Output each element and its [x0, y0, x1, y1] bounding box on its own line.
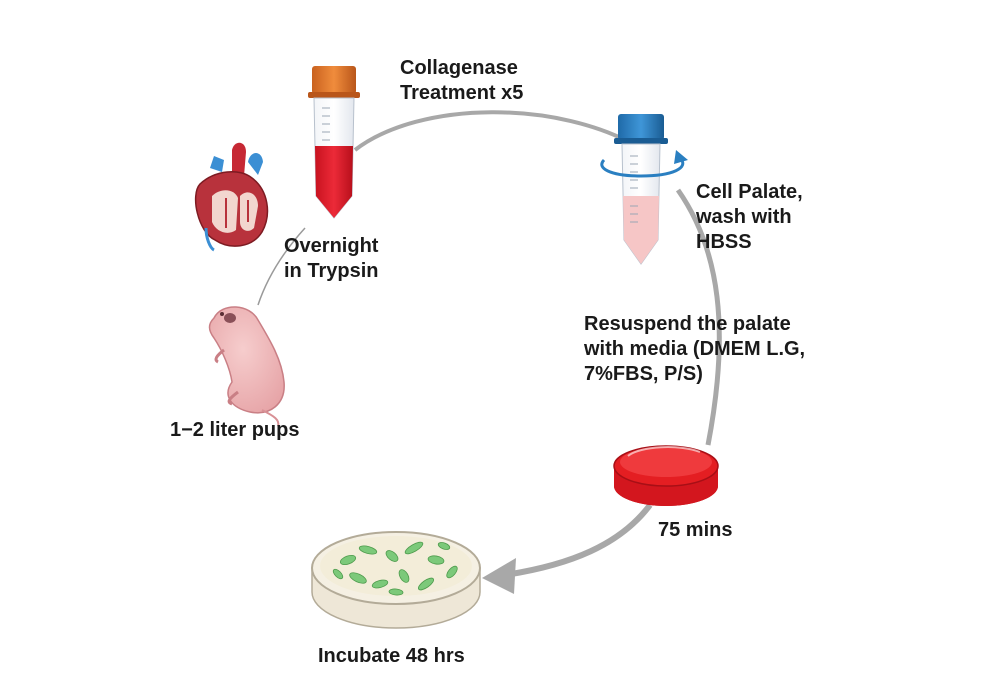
label-resuspend: Resuspend the palate with media (DMEM L.…: [584, 312, 805, 387]
label-collagenase-line1: Collagenase: [400, 57, 518, 79]
label-palate-line1: Cell Palate,: [696, 181, 803, 203]
label-resuspend-line1: Resuspend the palate: [584, 313, 791, 335]
incubated-dish-icon: [311, 531, 481, 629]
connector-arc-collagenase: [353, 110, 642, 152]
label-palate-line2: wash with: [696, 206, 792, 228]
label-mins: 75 mins: [658, 518, 732, 543]
mouse-pup-icon: [208, 306, 285, 427]
label-incubate-text: Incubate 48 hrs: [318, 645, 465, 667]
culture-dish-icon: [613, 445, 719, 506]
heart-icon: [194, 142, 269, 252]
centrifuge-tube-icon: [600, 114, 688, 265]
label-incubate: Incubate 48 hrs: [318, 644, 465, 669]
label-palate-line3: HBSS: [696, 231, 752, 253]
label-pups-text: 1−2 liter pups: [170, 419, 300, 441]
trypsin-tube-icon: [308, 66, 360, 219]
label-trypsin: Overnight in Trypsin: [284, 234, 378, 284]
label-resuspend-line3: 7%FBS, P/S): [584, 363, 703, 385]
label-pups: 1−2 liter pups: [170, 418, 300, 443]
arrowhead: [482, 558, 516, 594]
label-palate: Cell Palate, wash with HBSS: [696, 180, 803, 255]
label-mins-text: 75 mins: [658, 519, 733, 541]
connector-arc-incubate: [504, 503, 653, 578]
label-trypsin-line2: in Trypsin: [284, 260, 379, 282]
label-collagenase: Collagenase Treatment x5: [400, 56, 523, 106]
label-collagenase-line2: Treatment x5: [400, 82, 524, 104]
connector-pup-to-tube: [257, 227, 306, 306]
connector-arc-palate: [675, 188, 722, 446]
label-trypsin-line1: Overnight: [284, 235, 379, 257]
label-resuspend-line2: with media (DMEM L.G,: [584, 338, 806, 360]
